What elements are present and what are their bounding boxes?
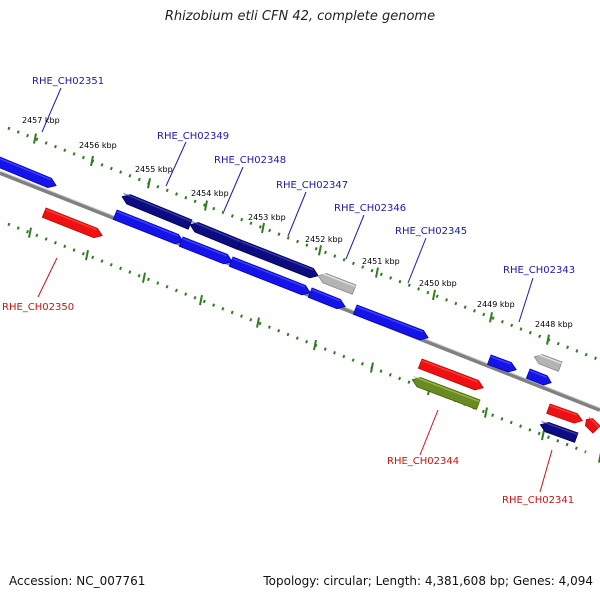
- major-tick: [318, 245, 322, 256]
- gene-arrow-RHE_CH02343-b-highlight: [529, 369, 547, 378]
- leader-RHE_CH02347: [287, 191, 307, 237]
- map-title: Rhizobium etli CFN 42, complete genome: [164, 9, 436, 24]
- gene-arrow-RHE_CH02347-b-highlight: [232, 257, 306, 288]
- major-tick: [598, 452, 600, 463]
- gene-arrow-RHE_CH02343-b[interactable]: [525, 368, 552, 386]
- major-tick: [489, 312, 493, 323]
- gene-label-RHE_CH02345[interactable]: RHE_CH02345: [395, 226, 467, 237]
- outer-tick-track: [7, 126, 600, 362]
- tick-label: 2449 kbp: [477, 300, 515, 309]
- major-tick: [484, 407, 488, 418]
- tick-label: 2450 kbp: [419, 279, 457, 288]
- gene-label-RHE_CH02344[interactable]: RHE_CH02344: [387, 456, 459, 467]
- gene-arrow-RHE_CH02343-a[interactable]: [486, 354, 517, 373]
- gene-arrow-RHE_CH02350[interactable]: [41, 207, 103, 239]
- leader-RHE_CH02351: [41, 87, 62, 133]
- gene-arrow-RHE_CH02347-a[interactable]: [236, 239, 319, 279]
- leader-RHE_CH02346: [345, 214, 365, 260]
- accession-text: Accession: NC_007761: [9, 574, 146, 588]
- leader-RHE_CH02349: [165, 141, 187, 187]
- major-tick: [33, 133, 37, 144]
- gene-arrow-RHE_CH02348-a-highlight: [191, 220, 241, 243]
- gene-arrow-RHE_CH02341-a[interactable]: [546, 403, 583, 424]
- gene-arrow-RHE_CH02349-b-highlight: [116, 210, 179, 237]
- gene-arrow-RHE_CH02344-a[interactable]: [417, 358, 484, 391]
- major-tick: [541, 429, 545, 441]
- gene-label-RHE_CH02347[interactable]: RHE_CH02347: [276, 180, 348, 191]
- gene-arrow-RHE_CH02344-b-highlight: [413, 375, 480, 403]
- inner-tick-track: [7, 222, 587, 454]
- tick-label: 2452 kbp: [305, 235, 343, 244]
- tick-label: 2456 kbp: [79, 141, 117, 150]
- gene-arrow-RHE_CH02342[interactable]: [533, 354, 563, 372]
- gene-arrow-RHE_CH02348-b-highlight: [182, 237, 228, 257]
- gene-arrow-RHE_CH02347-a-highlight: [240, 240, 314, 271]
- gene-label-RHE_CH02341[interactable]: RHE_CH02341: [502, 495, 574, 506]
- major-tick: [204, 200, 208, 211]
- major-tick: [147, 178, 151, 189]
- leader-RHE_CH02344: [419, 409, 439, 456]
- gene-label-RHE_CH02343[interactable]: RHE_CH02343: [503, 265, 575, 276]
- major-tick: [313, 339, 317, 351]
- leader-RHE_CH02341: [539, 449, 553, 493]
- gene-arrow-RHE_CH02344-a-highlight: [421, 359, 479, 383]
- gene-arrow-RHE_CH02343-a-highlight: [490, 355, 512, 365]
- gene-arrow-RHE_CH02345[interactable]: [352, 304, 429, 341]
- gene-label-RHE_CH02349[interactable]: RHE_CH02349: [157, 131, 229, 142]
- major-tick: [85, 249, 89, 261]
- leader-RHE_CH02350: [37, 257, 58, 298]
- gene-arrow-RHE_CH02341-a-highlight: [549, 404, 578, 416]
- tick-label: 2457 kbp: [22, 116, 60, 125]
- leader-RHE_CH02343: [518, 277, 534, 323]
- major-tick: [28, 227, 32, 238]
- gene-arrow-RHE_CH02341-b-highlight: [541, 420, 578, 436]
- major-tick: [256, 317, 260, 328]
- gene-arrow-RHE_CH02342-highlight: [535, 352, 562, 365]
- gene-arrow-RHE_CH02346-b-highlight: [311, 288, 341, 302]
- gene-label-RHE_CH02348[interactable]: RHE_CH02348: [214, 155, 286, 166]
- tick-label: 2453 kbp: [248, 213, 286, 222]
- major-tick: [370, 362, 374, 373]
- gene-arrow-RHE_CH02349-a-highlight: [123, 192, 192, 223]
- gene-features: [0, 156, 600, 443]
- gene-label-RHE_CH02350[interactable]: RHE_CH02350: [2, 302, 74, 313]
- gene-arrow-RHE_CH02348-b[interactable]: [178, 236, 233, 265]
- tick-label: 2451 kbp: [362, 257, 400, 266]
- major-tick: [90, 155, 94, 167]
- gene-arrow-RHE_CH02352-highlight: [0, 157, 52, 181]
- major-ticks: [28, 133, 600, 463]
- major-tick: [142, 272, 146, 283]
- major-tick: [432, 289, 436, 301]
- gene-arrow-RHE_CH02346-a-highlight: [319, 271, 356, 288]
- major-tick: [375, 267, 379, 278]
- tick-label: 2448 kbp: [535, 320, 573, 329]
- major-tick: [546, 334, 550, 345]
- gene-label-RHE_CH02346[interactable]: RHE_CH02346: [334, 203, 406, 214]
- gene-label-RHE_CH02351[interactable]: RHE_CH02351: [32, 76, 104, 87]
- gene-arrow-RHE_CH02340-highlight: [588, 416, 600, 428]
- gene-arrow-RHE_CH02349-b[interactable]: [112, 209, 184, 245]
- major-tick: [199, 294, 203, 306]
- leader-RHE_CH02345: [407, 237, 427, 284]
- gene-arrow-RHE_CH02347-b[interactable]: [228, 256, 311, 296]
- gene-arrow-RHE_CH02346-b[interactable]: [307, 287, 346, 310]
- major-tick: [261, 222, 265, 234]
- tick-label: 2455 kbp: [135, 165, 173, 174]
- gene-arrow-RHE_CH02350-highlight: [45, 208, 98, 231]
- genome-summary-text: Topology: circular; Length: 4,381,608 bp…: [263, 574, 593, 588]
- gene-arrow-RHE_CH02345-highlight: [356, 305, 424, 333]
- tick-label: 2454 kbp: [191, 189, 229, 198]
- leader-RHE_CH02348: [223, 166, 244, 212]
